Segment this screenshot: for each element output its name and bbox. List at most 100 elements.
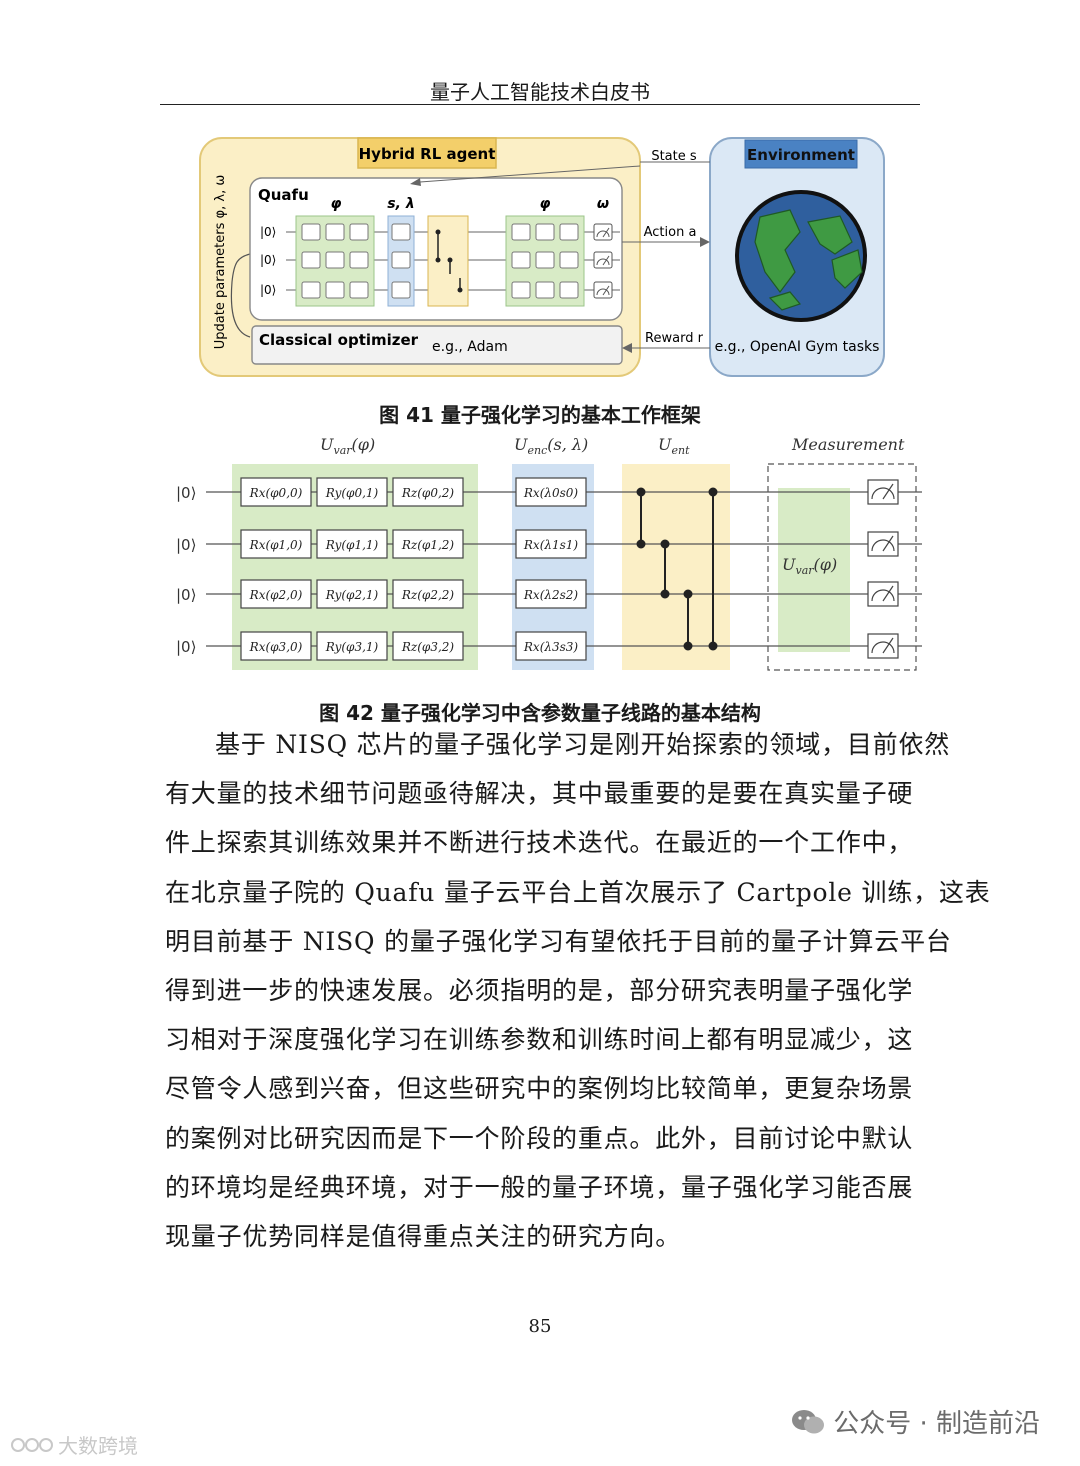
rz-gate — [392, 529, 464, 559]
body-line-2: 有大量的技术细节问题亟待解决，其中最重要的是要在真实量子硬 — [165, 779, 914, 809]
rz-gate — [392, 579, 464, 609]
rz-gate — [392, 477, 464, 507]
action-label: Action a — [644, 225, 697, 240]
measure-uvar: Uvar(φ) — [782, 555, 837, 577]
meter-needle — [882, 535, 894, 552]
body-line-9: 的案例对比研究因而是下一个阶段的重点。此外，目前讨论中默认 — [165, 1123, 914, 1153]
update-parameters-label: Update parameters φ, λ, ω — [213, 175, 228, 349]
uenc-heading: Uenc(s, λ) — [514, 435, 588, 457]
figure-42-caption: 图 42 量子强化学习中含参数量子线路的基本结构 — [319, 701, 761, 725]
body-line-6: 得到进一步的快速发展。必须指明的是，部分研究表明量子强化学 — [165, 976, 914, 1006]
header-rule — [160, 104, 920, 105]
ry-gate-label: Ry(φ1,1) — [325, 538, 379, 552]
body-line-8: 尽管令人感到兴奋，但这些研究中的案例均比较简单，更复杂场景 — [165, 1074, 914, 1104]
environment-example: e.g., OpenAI Gym tasks — [715, 339, 880, 355]
body-line-11: 现量子优势同样是值得重点关注的研究方向。 — [165, 1222, 682, 1252]
meter-needle — [882, 585, 894, 602]
phi-label-1: φ — [331, 196, 342, 212]
state-label: State s — [651, 149, 697, 164]
measurement-box — [767, 463, 917, 671]
running-header: 量子人工智能技术白皮书 — [430, 80, 650, 104]
watermark-wechat: 公众号 · 制造前沿 — [791, 1403, 1040, 1440]
meter-arc — [871, 539, 895, 552]
uent-heading: Uent — [658, 435, 690, 457]
qubit-ket: |0⟩ — [176, 638, 196, 656]
rz-gate-label: Rz(φ3,2) — [401, 640, 455, 654]
body-line-4: 在北京量子院的 Quafu 量子云平台上首次展示了 Cartpole 训练，这表 — [165, 877, 991, 907]
encoding-gate-label: Rx(λ0s0) — [523, 486, 579, 500]
quafu-label: Quafu — [258, 186, 309, 204]
rx-gate — [240, 579, 312, 609]
figure-41-caption: 图 41 量子强化学习的基本工作框架 — [379, 403, 701, 427]
meter-icon — [867, 531, 899, 557]
encoding-gate — [515, 579, 587, 609]
meter-needle — [882, 637, 894, 654]
ry-gate — [316, 529, 388, 559]
meter-arc — [871, 487, 895, 500]
encoding-gate — [515, 477, 587, 507]
encoding-gate — [515, 529, 587, 559]
reward-label: Reward r — [645, 331, 704, 346]
optimizer-box — [251, 325, 623, 365]
omega-label: ω — [597, 196, 609, 212]
meter-icons-small — [593, 223, 613, 299]
rz-gate-label: Rz(φ0,2) — [401, 486, 455, 500]
meter-arc — [871, 589, 895, 602]
rx-gate — [240, 477, 312, 507]
encoding-gate-label: Rx(λ1s1) — [523, 538, 579, 552]
body-line-3: 件上探索其训练效果并不断进行技术迭代。在最近的一个工作中， — [165, 828, 914, 858]
rx-gate-label: Rx(φ0,0) — [249, 486, 303, 500]
ry-gate — [316, 631, 388, 661]
watermark-brand: 大数跨境 — [10, 1430, 138, 1459]
environment-label: Environment — [747, 146, 855, 164]
ry-gate-label: Ry(φ0,1) — [325, 486, 379, 500]
watermark-left-text: 大数跨境 — [58, 1434, 138, 1458]
ry-gate — [316, 579, 388, 609]
encoding-gate-label: Rx(λ2s2) — [523, 588, 579, 602]
rz-gate — [392, 631, 464, 661]
optimizer-example: e.g., Adam — [432, 339, 508, 355]
phi-label-2: φ — [540, 196, 551, 212]
ket-0: |0⟩ — [260, 225, 276, 239]
body-paragraph: 基于 NISQ 芯片的量子强化学习是刚开始探索的领域，目前依然 有大量的技术细节… — [165, 720, 991, 1261]
meter-arc — [871, 641, 895, 654]
wechat-icon — [792, 1409, 825, 1433]
figure-42: Uvar(φ) Uenc(s, λ) Uent Measurement Uvar… — [176, 435, 922, 671]
entangling-gates — [636, 487, 718, 651]
qubit-ket: |0⟩ — [176, 536, 196, 554]
body-line-10: 的环境均是经典环境，对于一般的量子环境，量子强化学习能否展 — [165, 1172, 914, 1202]
rx-gate — [240, 529, 312, 559]
meter-icon — [867, 479, 899, 505]
ket-2: |0⟩ — [260, 283, 276, 297]
figure-41: Hybrid RL agent Update parameters φ, λ, … — [199, 137, 885, 377]
ket-1: |0⟩ — [260, 253, 276, 267]
qubit-ket: |0⟩ — [176, 586, 196, 604]
rx-gate-label: Rx(φ1,0) — [249, 538, 303, 552]
rz-gate-label: Rz(φ1,2) — [401, 538, 455, 552]
measurement-heading: Measurement — [791, 435, 905, 454]
ry-gate-label: Ry(φ3,1) — [325, 640, 379, 654]
uvar-heading: Uvar(φ) — [320, 435, 375, 457]
optimizer-label: Classical optimizer — [259, 331, 419, 349]
ry-gate — [316, 477, 388, 507]
brand-logo-icon — [11, 1437, 53, 1452]
ry-gate-label: Ry(φ2,1) — [325, 588, 379, 602]
body-line-1: 基于 NISQ 芯片的量子强化学习是刚开始探索的领域，目前依然 — [215, 730, 951, 759]
body-text: 基于 NISQ 芯片的量子强化学习是刚开始探索的领域，目前依然 有大量的技术细节… — [165, 720, 991, 1261]
rz-gate-label: Rz(φ2,2) — [401, 588, 455, 602]
rx-gate-label: Rx(φ3,0) — [249, 640, 303, 654]
rx-gate — [240, 631, 312, 661]
qubit-ket: |0⟩ — [176, 484, 196, 502]
page-number: 85 — [528, 1316, 552, 1337]
hybrid-agent-label: Hybrid RL agent — [359, 145, 496, 163]
meter-icon — [867, 581, 899, 607]
hybrid-agent-tag — [357, 137, 497, 169]
body-line-7: 习相对于深度强化学习在训练参数和训练时间上都有明显减少，这 — [165, 1025, 914, 1055]
meter-icon — [867, 633, 899, 659]
watermark-right-text: 公众号 · 制造前沿 — [833, 1409, 1040, 1439]
rx-gate-label: Rx(φ2,0) — [249, 588, 303, 602]
encoding-gate — [515, 631, 587, 661]
meter-needle — [882, 483, 894, 500]
body-line-5: 明目前基于 NISQ 的量子强化学习有望依托于目前的量子计算云平台 — [165, 926, 952, 956]
environment-tag — [744, 139, 858, 169]
